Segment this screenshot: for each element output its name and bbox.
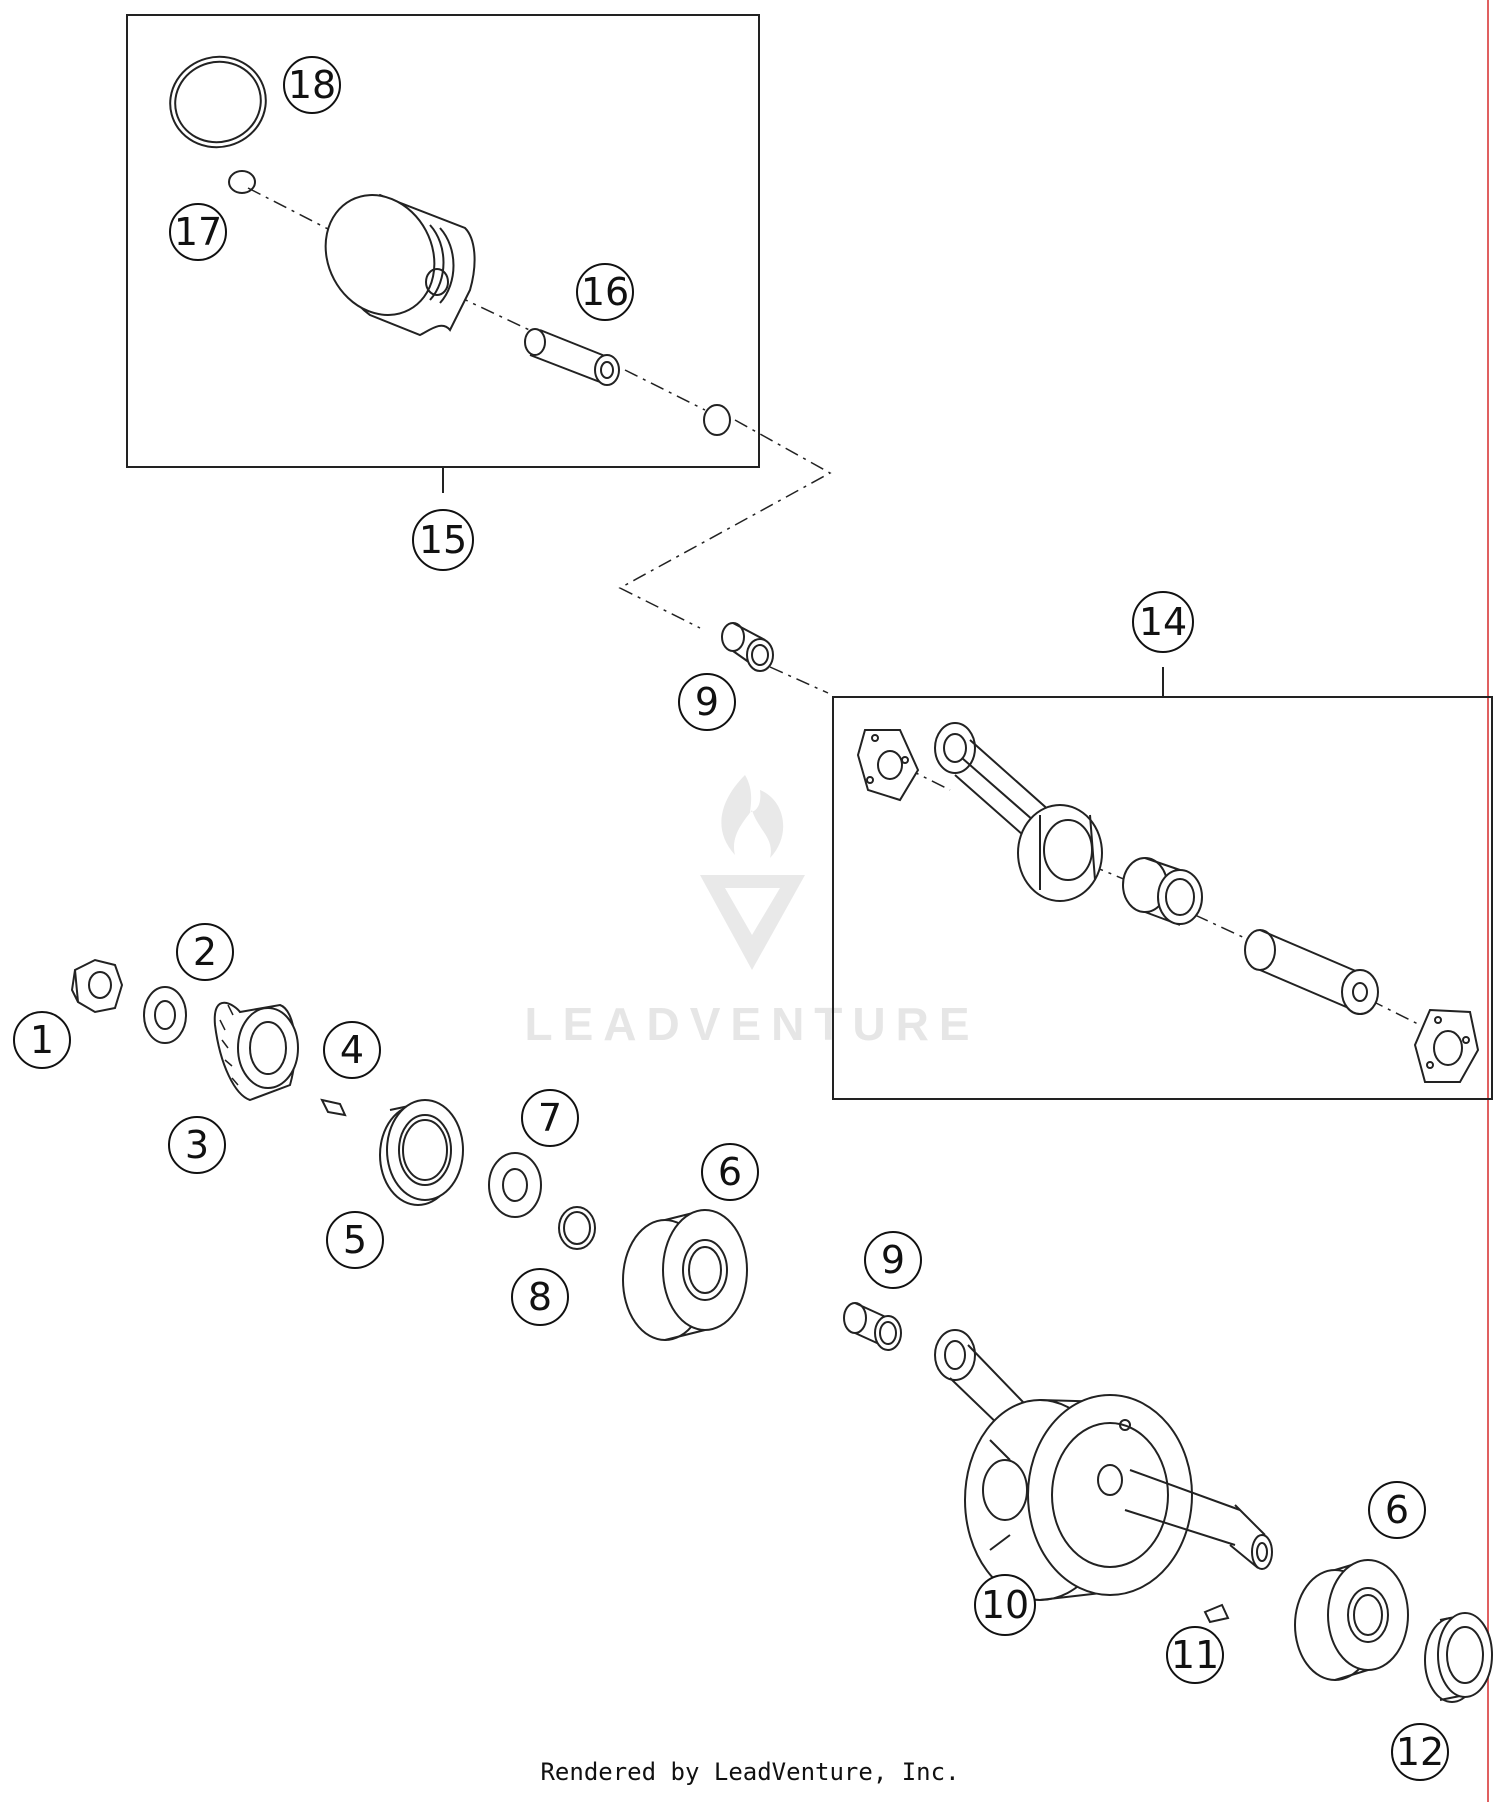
ball-bearing-part-2: [1294, 1559, 1409, 1681]
shaft-seal-part: [379, 1099, 464, 1206]
svg-text:15: 15: [419, 518, 467, 562]
thrust-washer-part-2: [1413, 1008, 1480, 1083]
bushing-part-lower: [843, 1302, 902, 1351]
callout-15: 15: [412, 509, 474, 571]
svg-text:9: 9: [695, 680, 719, 724]
conrod-kit-group: [832, 667, 1493, 1100]
svg-text:18: 18: [288, 63, 336, 107]
callout-18: 18: [283, 56, 341, 114]
thrust-washer-part: [856, 729, 920, 802]
callout-10: 10: [974, 1574, 1036, 1636]
shim-ring-part: [558, 1206, 596, 1250]
woodruff-key-part-2: [1203, 1603, 1230, 1624]
watermark: LEADVENTURE: [524, 775, 979, 1050]
svg-text:8: 8: [528, 1275, 552, 1319]
piston-kit-group: [126, 14, 832, 694]
svg-text:16: 16: [581, 270, 629, 314]
callout-2: 2: [176, 923, 234, 981]
callout-14: 14: [1132, 591, 1194, 653]
callout-12: 12: [1391, 1723, 1449, 1781]
piston-ring-part: [169, 55, 267, 149]
callout-5: 5: [326, 1211, 384, 1269]
render-credit: Rendered by LeadVenture, Inc.: [540, 1758, 960, 1786]
svg-text:17: 17: [174, 210, 222, 254]
nut-part: [70, 958, 124, 1014]
callout-7: 7: [521, 1089, 579, 1147]
callout-11: 11: [1166, 1626, 1224, 1684]
callout-6-right: 6: [1368, 1481, 1426, 1539]
flame-logo-icon: [700, 775, 805, 970]
svg-text:5: 5: [343, 1218, 367, 1262]
svg-text:3: 3: [185, 1123, 209, 1167]
crank-pin-part: [1244, 929, 1379, 1015]
washer-part: [143, 986, 187, 1044]
crankshaft-part: [934, 1329, 1273, 1601]
svg-text:10: 10: [981, 1583, 1029, 1627]
svg-text:7: 7: [538, 1096, 562, 1140]
svg-text:2: 2: [193, 930, 217, 974]
svg-text:6: 6: [1385, 1488, 1409, 1532]
circlip-part-2: [703, 404, 731, 436]
callouts: 18 17 16 15 14 9 2 1 4 3 7 6 5 8 9 6 10 …: [13, 56, 1449, 1781]
primary-gear-part: [213, 1001, 299, 1102]
callout-3: 3: [168, 1116, 226, 1174]
piston-part: [324, 193, 476, 337]
callout-4: 4: [323, 1021, 381, 1079]
callout-9-lower: 9: [864, 1231, 922, 1289]
svg-text:4: 4: [340, 1028, 364, 1072]
svg-text:1: 1: [30, 1018, 54, 1062]
callout-1: 1: [13, 1011, 71, 1069]
callout-6-left: 6: [701, 1143, 759, 1201]
callout-9-top: 9: [678, 673, 736, 731]
crank-parts-group: [70, 958, 1493, 1703]
connecting-rod-part: [934, 722, 1103, 902]
ball-bearing-part: [622, 1209, 748, 1341]
callout-16: 16: [576, 263, 634, 321]
bushing-part-top: [721, 622, 774, 672]
svg-text:11: 11: [1171, 1633, 1219, 1677]
needle-bearing-part: [1122, 857, 1203, 926]
callout-8: 8: [511, 1268, 569, 1326]
woodruff-key-part: [320, 1098, 347, 1117]
svg-text:6: 6: [718, 1150, 742, 1194]
watermark-text: LEADVENTURE: [524, 998, 979, 1050]
svg-text:9: 9: [881, 1238, 905, 1282]
svg-text:12: 12: [1396, 1730, 1444, 1774]
circlip-part: [228, 170, 256, 194]
piston-pin-part: [524, 328, 620, 386]
shaft-seal-part-2: [1424, 1612, 1493, 1703]
callout-17: 17: [169, 203, 227, 261]
shim-washer-part: [488, 1152, 542, 1218]
svg-text:14: 14: [1139, 600, 1187, 644]
